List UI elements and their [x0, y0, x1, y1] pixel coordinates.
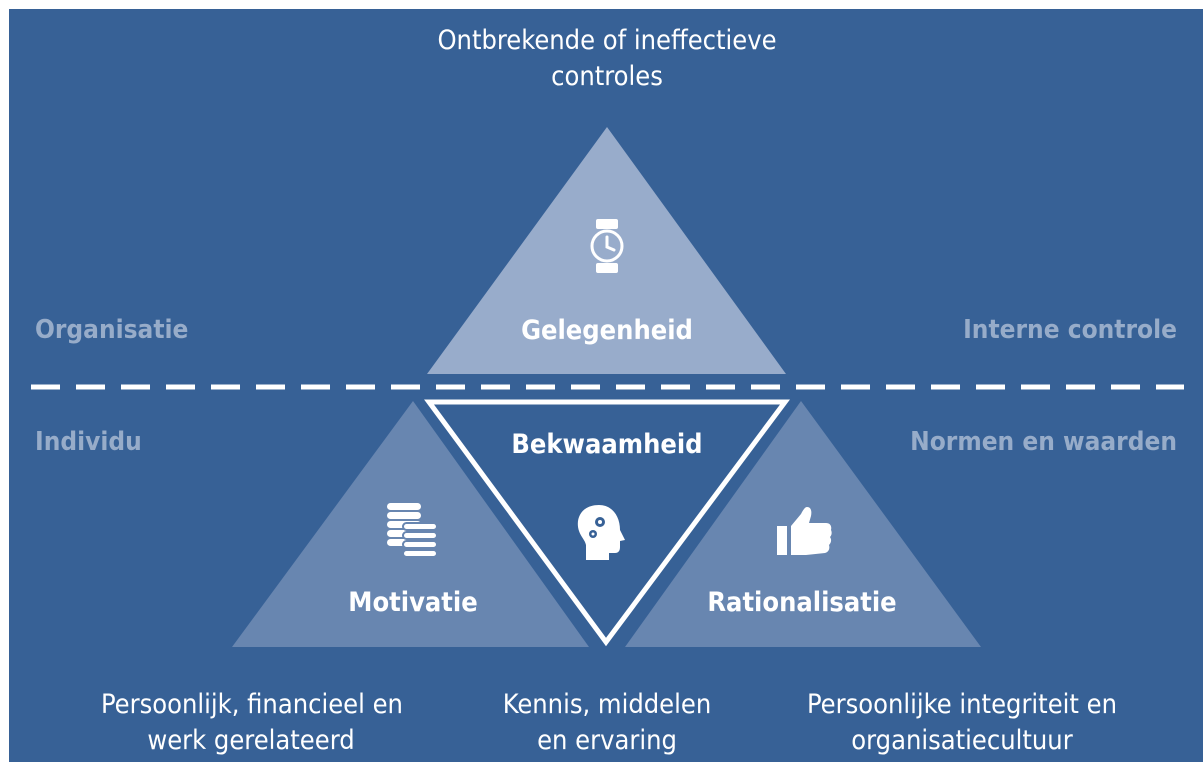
- caption-rationalisatie: Persoonlijke integriteit en organisatiec…: [807, 687, 1117, 759]
- caption-rationalisatie-line-1: Persoonlijke integriteit en: [807, 689, 1117, 720]
- caption-motivatie-line-2: werk gerelateerd: [147, 725, 355, 756]
- caption-rationalisatie-line-2: organisatiecultuur: [851, 725, 1073, 756]
- triangle-label-bekwaamheid: Bekwaamheid: [511, 429, 703, 460]
- watch-icon: [590, 219, 624, 273]
- triangle-label-motivatie: Motivatie: [348, 587, 478, 618]
- caption-bekwaamheid-line-2: en ervaring: [537, 725, 677, 756]
- diagram-shapes: [31, 127, 1184, 647]
- top-caption-line-1: Ontbrekende of ineffectieve: [437, 25, 777, 56]
- coins-icon: [387, 503, 438, 558]
- triangle-label-gelegenheid: Gelegenheid: [521, 315, 693, 346]
- top-caption: Ontbrekende of ineffectieve controles: [407, 23, 807, 95]
- label-interne-controle: Interne controle: [963, 315, 1177, 345]
- caption-bekwaamheid: Kennis, middelen en ervaring: [492, 687, 722, 759]
- caption-motivatie: Persoonlijk, financieel en werk gerelate…: [101, 687, 403, 759]
- label-organisatie: Organisatie: [35, 315, 189, 345]
- top-caption-line-2: controles: [551, 61, 663, 92]
- head-gears-icon: [577, 505, 625, 560]
- diagram-canvas: Ontbrekende of ineffectieve controles Or…: [9, 9, 1203, 762]
- thumbs-up-icon: [777, 507, 832, 555]
- caption-bekwaamheid-line-1: Kennis, middelen: [502, 689, 712, 720]
- triangle-label-rationalisatie: Rationalisatie: [707, 587, 897, 618]
- label-individu: Individu: [35, 427, 142, 457]
- caption-motivatie-line-1: Persoonlijk, financieel en: [101, 689, 403, 720]
- label-normen-en-waarden: Normen en waarden: [910, 427, 1177, 457]
